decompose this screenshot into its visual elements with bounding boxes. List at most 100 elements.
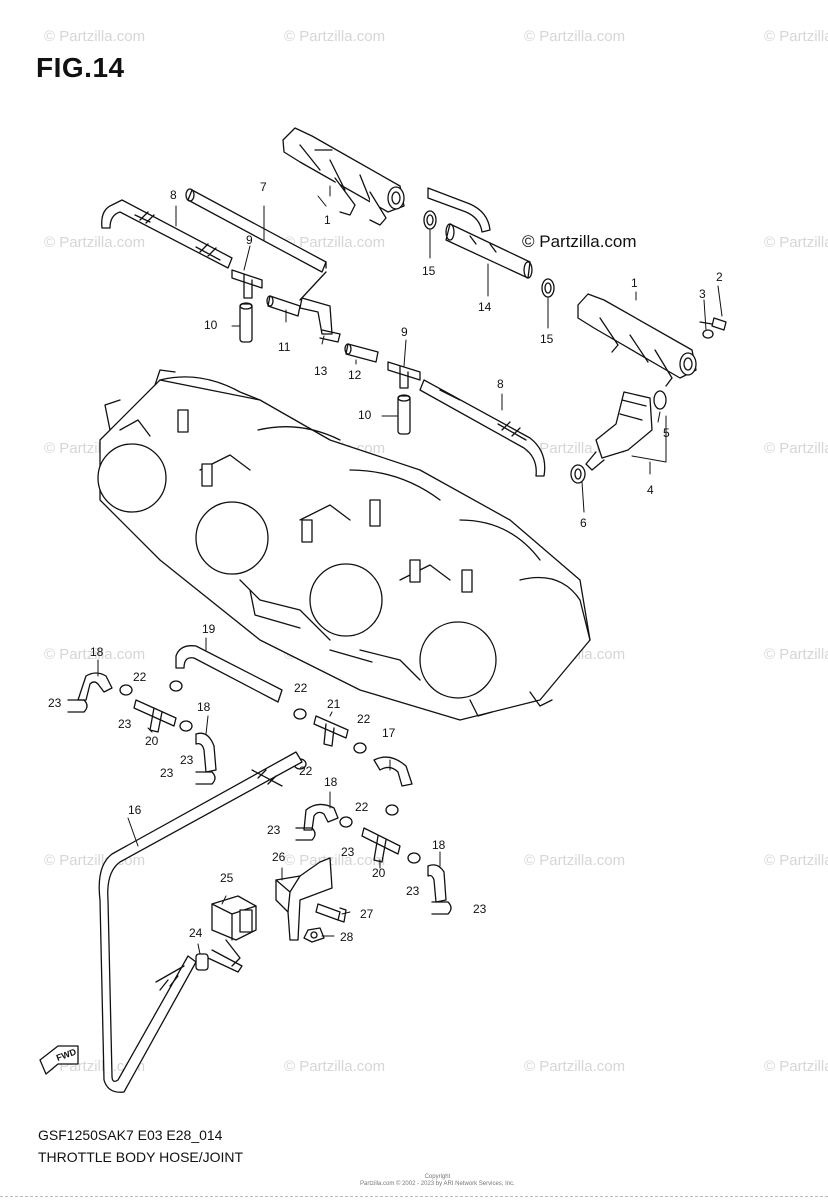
leader-lines <box>97 185 723 955</box>
callout-19: 19 <box>202 622 216 636</box>
callout-18: 18 <box>197 700 211 714</box>
joint-9-upper <box>231 269 263 299</box>
callout-9: 9 <box>401 325 408 339</box>
callout-22: 22 <box>355 800 369 814</box>
clamp-23-left <box>67 699 88 713</box>
callout-26: 26 <box>272 850 286 864</box>
callout-22: 22 <box>133 670 147 684</box>
nut-28 <box>303 927 325 943</box>
callout-25: 25 <box>220 871 234 885</box>
cap-10-lower <box>397 394 411 435</box>
clamp-23-mid <box>295 827 316 841</box>
fwd-arrow-icon: FWD <box>39 1045 79 1075</box>
callout-21: 21 <box>327 697 341 711</box>
clamp-22-left <box>169 680 183 692</box>
callout-3: 3 <box>699 287 706 301</box>
watermark: © Partzilla.com <box>284 234 386 251</box>
callout-27: 27 <box>360 907 374 921</box>
clamp-22-mid <box>293 708 307 720</box>
callout-1: 1 <box>631 276 638 290</box>
callout-10: 10 <box>204 318 218 332</box>
hose-17 <box>373 756 413 787</box>
joint-20-right <box>361 827 401 863</box>
callout-23: 23 <box>118 717 132 731</box>
watermark: © Partzilla.com <box>284 852 386 869</box>
callout-23: 23 <box>341 845 355 859</box>
hose-18-left <box>77 672 113 701</box>
callout-9: 9 <box>246 233 253 247</box>
callout-16: 16 <box>128 803 142 817</box>
clamp-23-right <box>407 852 421 864</box>
callout-18: 18 <box>432 838 446 852</box>
hose-16 <box>98 751 303 1093</box>
hose-12 <box>344 343 379 363</box>
bolt-27 <box>315 903 347 923</box>
callout-28: 28 <box>340 930 354 944</box>
callout-23: 23 <box>180 753 194 767</box>
callout-17: 17 <box>382 726 396 740</box>
watermark: © Partzilla.com <box>764 28 828 45</box>
copyright-line: Copyright <box>424 1174 451 1180</box>
callout-5: 5 <box>663 426 670 440</box>
figure-title: FIG.14 <box>36 52 125 83</box>
callout-8: 8 <box>497 377 504 391</box>
hose-8-lower <box>419 379 546 477</box>
clamp-23-right-b <box>431 901 452 915</box>
joint-20-left <box>133 699 177 733</box>
watermark: © Partzilla.com <box>764 234 828 251</box>
hose-19 <box>175 645 283 703</box>
bottom-divider <box>0 1196 828 1197</box>
clamp-22-left-b <box>179 720 193 732</box>
hose-11 <box>266 295 301 317</box>
watermark: © Partzilla.com <box>524 28 626 45</box>
clamp-23-left-c <box>195 771 216 785</box>
callout-22: 22 <box>299 764 313 778</box>
callout-23: 23 <box>48 696 62 710</box>
watermark: © Partzilla.com <box>524 1058 626 1075</box>
callout-10: 10 <box>358 408 372 422</box>
joint-9-lower <box>387 361 421 389</box>
callout-14: 14 <box>478 300 492 314</box>
callout-11: 11 <box>278 340 291 354</box>
callout-1: 1 <box>324 213 331 227</box>
callout-24: 24 <box>189 926 203 940</box>
hose-18-left-b <box>195 732 217 773</box>
watermark: © Partzilla.com <box>44 234 146 251</box>
cap-10-upper <box>239 302 253 343</box>
callout-18: 18 <box>324 775 338 789</box>
clamp-22-mid-b <box>353 742 367 754</box>
brand-mark: © Partzilla.com <box>522 232 637 251</box>
watermark: © Partzilla.com <box>764 646 828 663</box>
watermark: © Partzilla.com <box>764 1058 828 1075</box>
washer-3 <box>702 329 714 339</box>
bracket-26 <box>275 857 333 941</box>
screw-2 <box>699 317 727 331</box>
watermark: © Partzilla.com <box>284 1058 386 1075</box>
callout-12: 12 <box>348 368 362 382</box>
watermark: © Partzilla.com <box>764 852 828 869</box>
clamp-23-left-b <box>119 684 133 696</box>
watermark: © Partzilla.com <box>284 28 386 45</box>
callout-2: 2 <box>716 270 723 284</box>
watermark: © Partzilla.com <box>44 646 146 663</box>
fuel-injector-4 <box>585 391 653 471</box>
callout-6: 6 <box>580 516 587 530</box>
joint-13 <box>299 271 341 343</box>
watermark: © Partzilla.com <box>44 28 146 45</box>
copyright-notice: Copyright Partzilla.com © 2002 - 2023 by… <box>360 1174 515 1188</box>
pipe-7 <box>185 188 327 273</box>
diagram-title: THROTTLE BODY HOSE/JOINT <box>38 1149 244 1165</box>
hose-8-upper <box>101 199 233 269</box>
callout-7: 7 <box>260 180 267 194</box>
hose-18-right <box>427 864 447 903</box>
watermark: © Partzilla.com <box>764 440 828 457</box>
o-ring-6 <box>570 464 586 484</box>
copyright-line: Partzilla.com © 2002 - 2023 by ARI Netwo… <box>360 1181 515 1187</box>
callout-23: 23 <box>267 823 281 837</box>
callout-20: 20 <box>372 866 386 880</box>
callout-8: 8 <box>170 188 177 202</box>
callout-15: 15 <box>540 332 554 346</box>
callout-13: 13 <box>314 364 328 378</box>
